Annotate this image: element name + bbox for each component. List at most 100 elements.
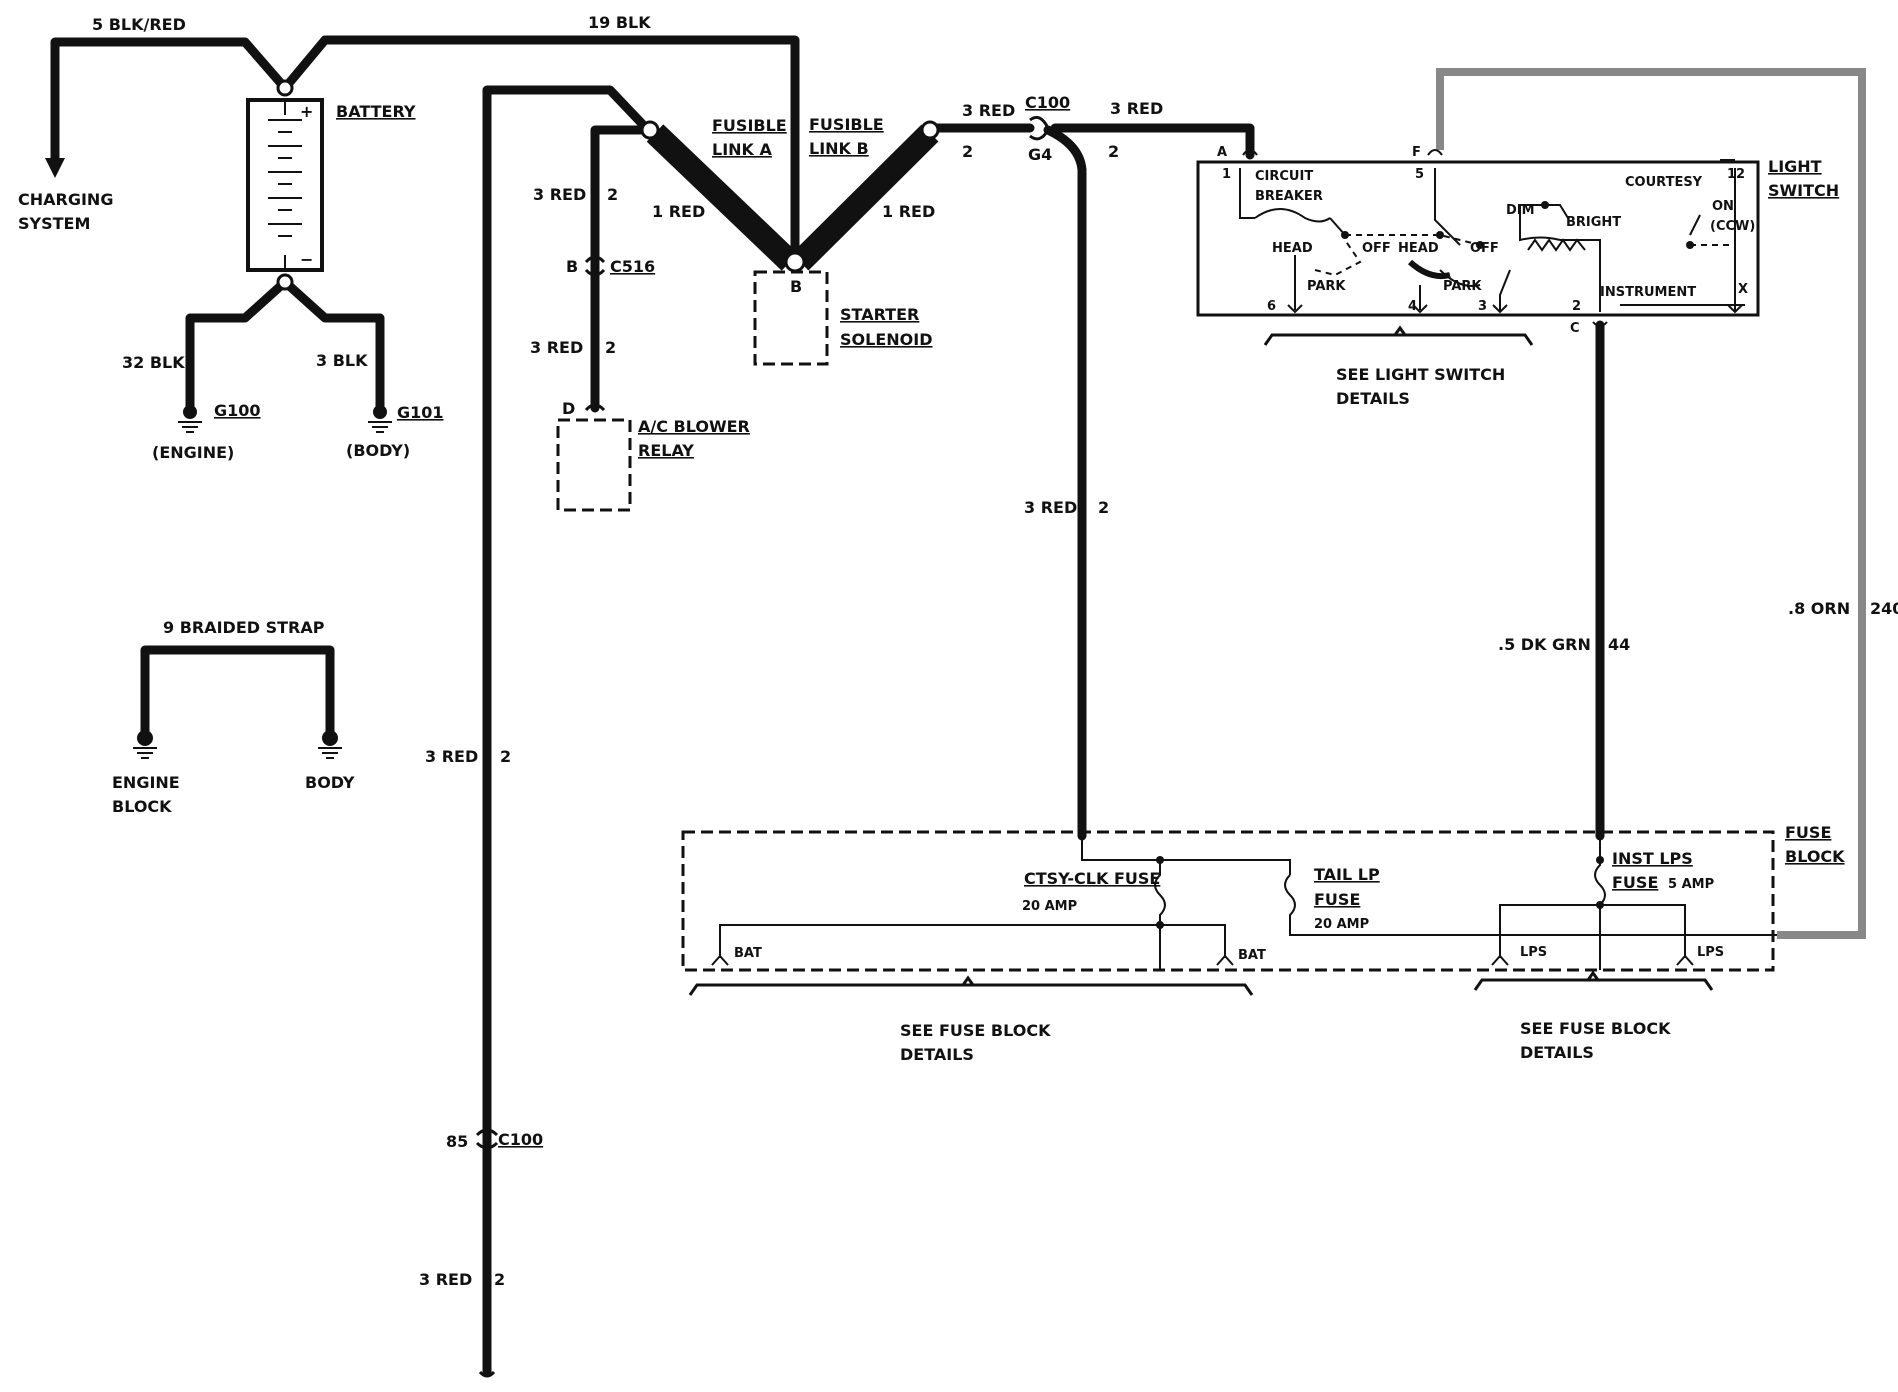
fb-lps-1: LPS — [1520, 945, 1547, 960]
label-c100-bottom: C100 — [498, 1130, 543, 1149]
label-starter-2: SOLENOID — [840, 330, 932, 349]
fuse-bracket-right — [1473, 970, 1714, 991]
ls-instrument: INSTRUMENT — [1600, 285, 1696, 300]
fb-junction-2 — [1156, 921, 1164, 929]
label-ac-3-red-b-num: 2 — [605, 338, 616, 357]
label-main-3-red-b: 3 RED — [419, 1270, 472, 1289]
label-mid-3-red-num: 2 — [1098, 498, 1109, 517]
ls-contact-4 — [1686, 241, 1694, 249]
label-main-3-red-a-num: 2 — [500, 747, 511, 766]
ground-body-icon — [318, 730, 342, 759]
fb-inst-1: INST LPS — [1612, 849, 1693, 868]
fb-see-b-2: DETAILS — [1520, 1043, 1594, 1062]
ls-park-1: PARK — [1307, 279, 1346, 294]
label-engine-2: BLOCK — [112, 797, 172, 816]
fb-junction-3 — [1596, 856, 1604, 864]
label-top-3-red-b: 3 RED — [1110, 99, 1163, 118]
ls-pin-c: C — [1570, 321, 1580, 336]
fb-tail-2: FUSE — [1314, 890, 1360, 909]
wire-32-blk — [185, 277, 290, 413]
label-32-blk: 32 BLK — [122, 353, 185, 372]
wire-19-blk — [280, 35, 800, 260]
label-dk-grn-num: 44 — [1608, 635, 1630, 654]
ls-off-2: OFF — [1470, 241, 1499, 256]
label-1-red-b: 1 RED — [882, 202, 935, 221]
wire-8-orn — [1436, 68, 1866, 939]
label-ac-3-red-a-num: 2 — [607, 185, 618, 204]
wire-3-red-main — [482, 85, 653, 1377]
label-bat-minus: − — [300, 250, 313, 269]
c100-top-connector-icon — [1029, 115, 1050, 141]
label-c516-pin: B — [566, 257, 578, 276]
fb-tail-amp: 20 AMP — [1314, 917, 1369, 932]
label-main-3-red-b-num: 2 — [494, 1270, 505, 1289]
fb-inst-amp: 5 AMP — [1668, 877, 1714, 892]
wire-3-red-to-fuse — [1043, 125, 1087, 841]
fb-junction-1 — [1156, 856, 1164, 864]
label-ac-3-red-b: 3 RED — [530, 338, 583, 357]
junction-fusible-b — [920, 120, 940, 140]
label-charging-2: SYSTEM — [18, 214, 90, 233]
label-orn-num: 240 — [1870, 599, 1898, 618]
label-19-blk: 19 BLK — [588, 13, 651, 32]
light-switch-bracket — [1263, 325, 1534, 346]
ls-park-2: PARK — [1443, 279, 1482, 294]
label-main-3-red-a: 3 RED — [425, 747, 478, 766]
fb-tail-1: TAIL LP — [1314, 865, 1380, 884]
ls-head-2: HEAD — [1398, 241, 1439, 256]
fuse-block-internals — [711, 832, 1777, 970]
ls-contact-2 — [1436, 231, 1444, 239]
label-bat-plus: + — [300, 102, 313, 121]
label-top-3-red-b-num: 2 — [1108, 142, 1119, 161]
wire-3-red-ac — [590, 125, 653, 413]
fusible-link-b — [791, 124, 939, 271]
label-top-3-red-a-num: 2 — [962, 142, 973, 161]
starter-terminal — [784, 251, 806, 273]
ls-off-1: OFF — [1362, 241, 1391, 256]
label-1-red-a: 1 RED — [652, 202, 705, 221]
ls-contact-3 — [1476, 241, 1484, 249]
fb-title-1: FUSE — [1785, 823, 1831, 842]
charging-arrow-icon — [45, 158, 65, 178]
ls-pin-a: A — [1217, 145, 1227, 160]
label-fusible-b-1: FUSIBLE — [809, 115, 884, 134]
ls-head-wiper — [1407, 259, 1451, 280]
fb-bat-2: BAT — [1238, 948, 1266, 963]
fb-lps-2: LPS — [1697, 945, 1724, 960]
label-c516: C516 — [610, 257, 655, 276]
wire-3-red-top-b — [1050, 123, 1255, 160]
label-charging-1: CHARGING — [18, 190, 113, 209]
label-top-3-red-a: 3 RED — [962, 101, 1015, 120]
label-3-blk: 3 BLK — [316, 351, 368, 370]
ls-courtesy: COURTESY — [1625, 175, 1703, 190]
label-c100-top: C100 — [1025, 93, 1070, 112]
ac-blower-relay-box — [556, 418, 632, 512]
fb-junction-4 — [1596, 901, 1604, 909]
label-g100-sub: (ENGINE) — [152, 443, 234, 462]
label-g101-sub: (BODY) — [346, 441, 410, 460]
ls-n1: 1 — [1222, 167, 1231, 182]
fuse-bracket-left — [688, 975, 1254, 996]
ground-engine-block-icon — [133, 730, 157, 759]
label-5-blk-red: 5 BLK/RED — [92, 15, 186, 34]
ac-relay-connector-icon — [584, 403, 606, 412]
fb-see-a-1: SEE FUSE BLOCK — [900, 1021, 1051, 1040]
label-mid-3-red: 3 RED — [1024, 498, 1077, 517]
ls-n4: 4 — [1408, 299, 1417, 314]
ls-contact-1 — [1341, 231, 1349, 239]
label-ac-pin: D — [562, 399, 575, 418]
ls-dim: DIM — [1506, 203, 1535, 218]
ls-bright: BRIGHT — [1566, 215, 1621, 230]
label-starter-1: STARTER — [840, 305, 919, 324]
label-g4: G4 — [1028, 145, 1052, 164]
ls-pin-f: F — [1412, 145, 1421, 160]
starter-solenoid-box — [753, 270, 829, 366]
ground-g100-icon — [178, 405, 202, 433]
fb-see-a-2: DETAILS — [900, 1045, 974, 1064]
fuse-block-box — [681, 830, 1775, 972]
label-fusible-b-2: LINK B — [809, 139, 869, 158]
light-switch-internals — [1239, 149, 1745, 327]
label-fusible-a-2: LINK A — [712, 140, 773, 159]
ls-n6: 6 — [1267, 299, 1276, 314]
